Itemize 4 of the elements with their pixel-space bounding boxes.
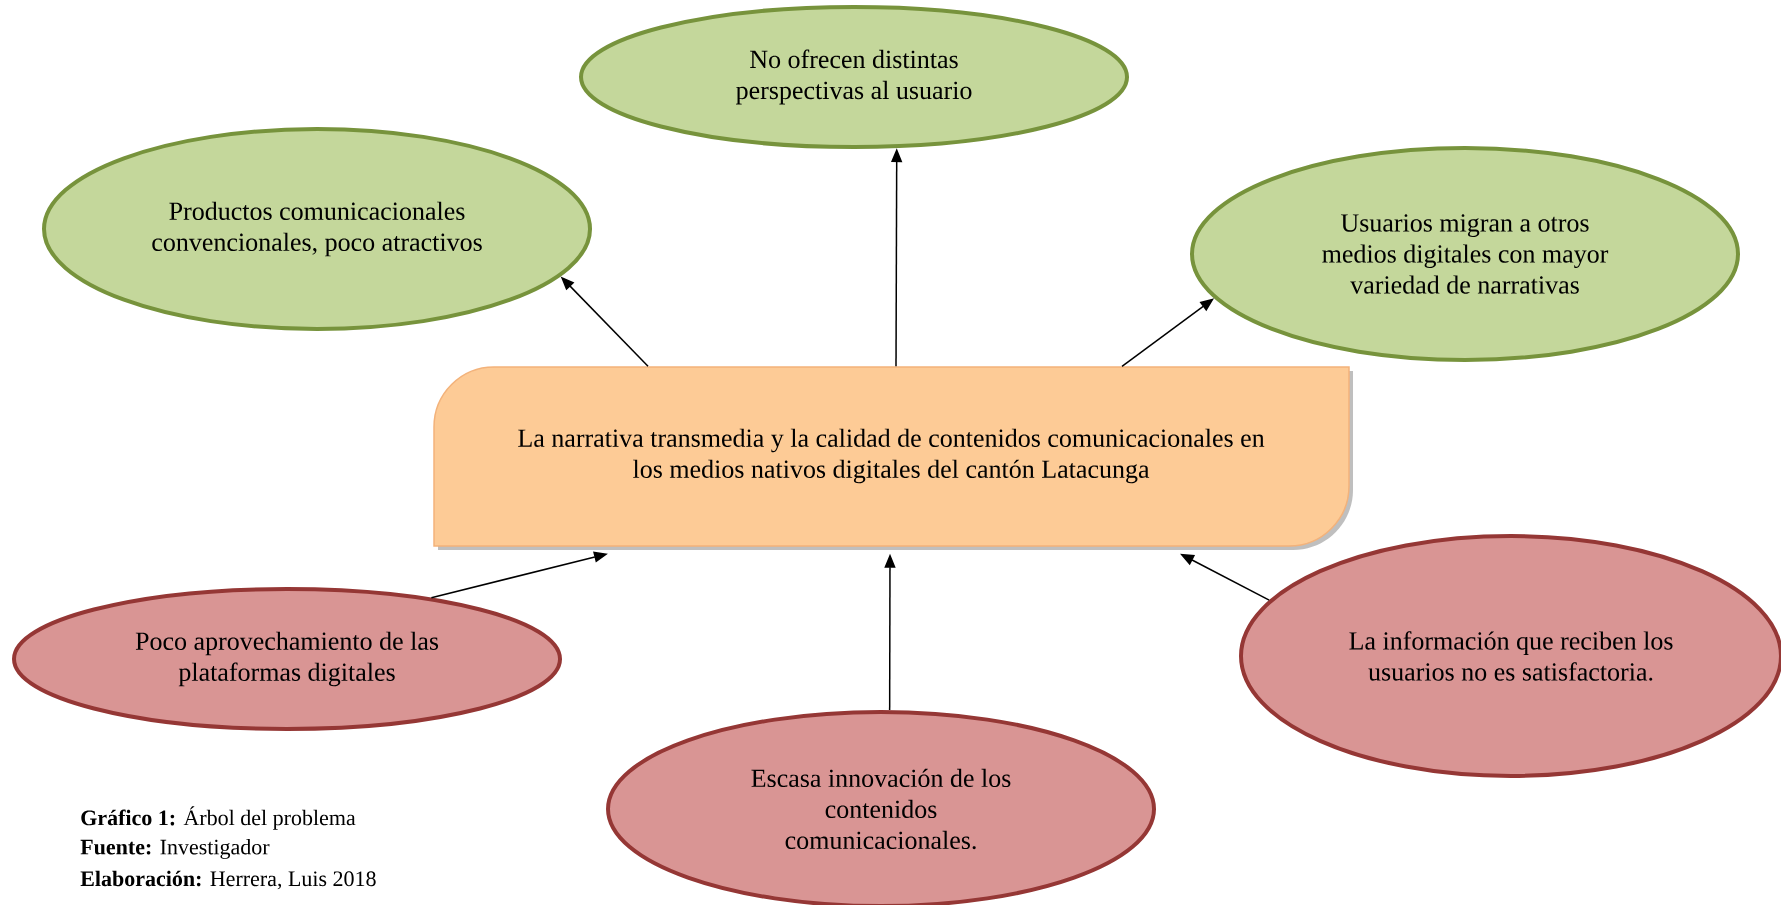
- caption-line: Fuente: Investigador: [80, 839, 270, 859]
- caption-line: Elaboración: Herrera, Luis 2018: [80, 870, 376, 890]
- problem-box: La narrativa transmedia y la calidad de contenidos comunicacionales en los medios nativos digitales del cantón Latacunga: [433, 366, 1353, 550]
- caption-line: Gráfico 1: Árbol del problema: [81, 806, 356, 830]
